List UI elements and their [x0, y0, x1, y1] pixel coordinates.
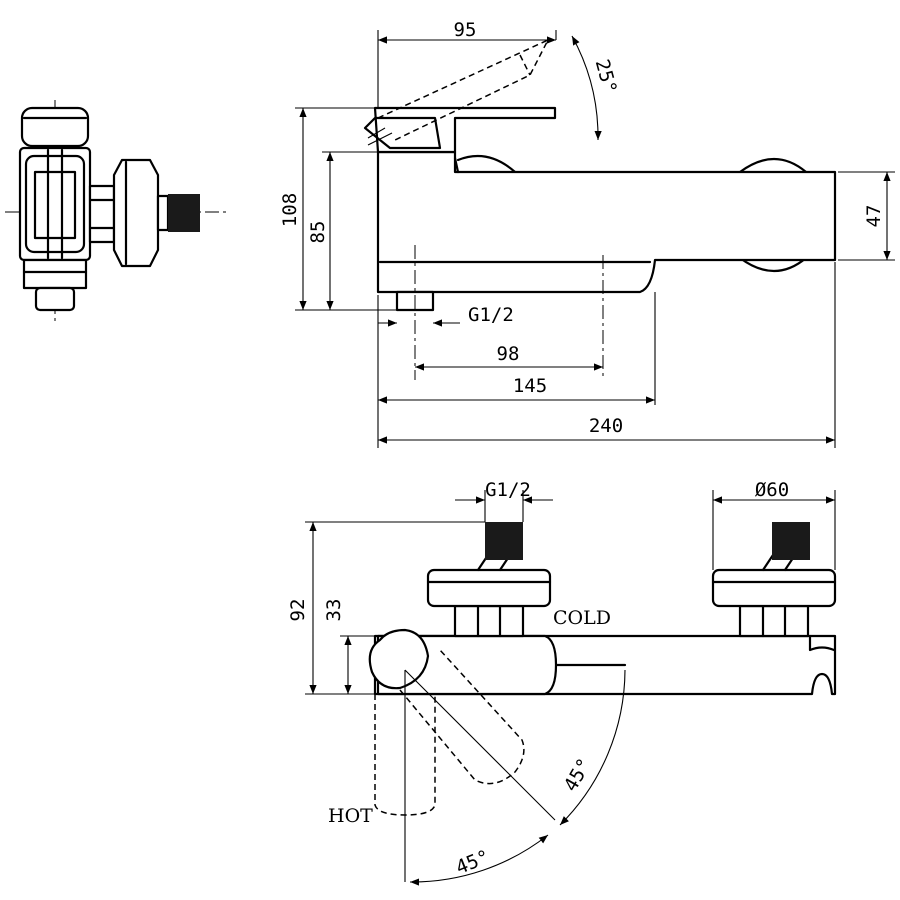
- dim-flange-diameter: Ø60: [755, 479, 789, 501]
- label-hot: HOT: [328, 805, 373, 827]
- dim-body-depth: 33: [323, 599, 345, 622]
- dim-lever-reach: 95: [454, 19, 477, 41]
- dim-spout-offset: 98: [497, 343, 520, 365]
- dim-depth: 92: [287, 599, 309, 622]
- dim-thread-side: G1/2: [468, 304, 514, 326]
- dim-thread-top: G1/2: [485, 479, 531, 501]
- top-view: G1/2 Ø60 92 33 COLD HOT 45° 45°: [287, 479, 837, 886]
- dim-spout-length: 145: [513, 375, 547, 397]
- dim-angle-cold: 45°: [560, 755, 596, 796]
- dim-angle-hot: 45°: [453, 846, 493, 879]
- end-view: [5, 100, 230, 325]
- dim-total-height: 108: [279, 193, 301, 227]
- dim-lever-angle: 25°: [591, 57, 621, 96]
- side-view: 95 25° 108 85 47 G1/2 98 145 240: [279, 19, 895, 448]
- dim-inlet-height: 85: [307, 221, 329, 244]
- label-cold: COLD: [553, 607, 611, 629]
- dim-total-length: 240: [589, 415, 623, 437]
- dim-body-height: 47: [863, 205, 885, 228]
